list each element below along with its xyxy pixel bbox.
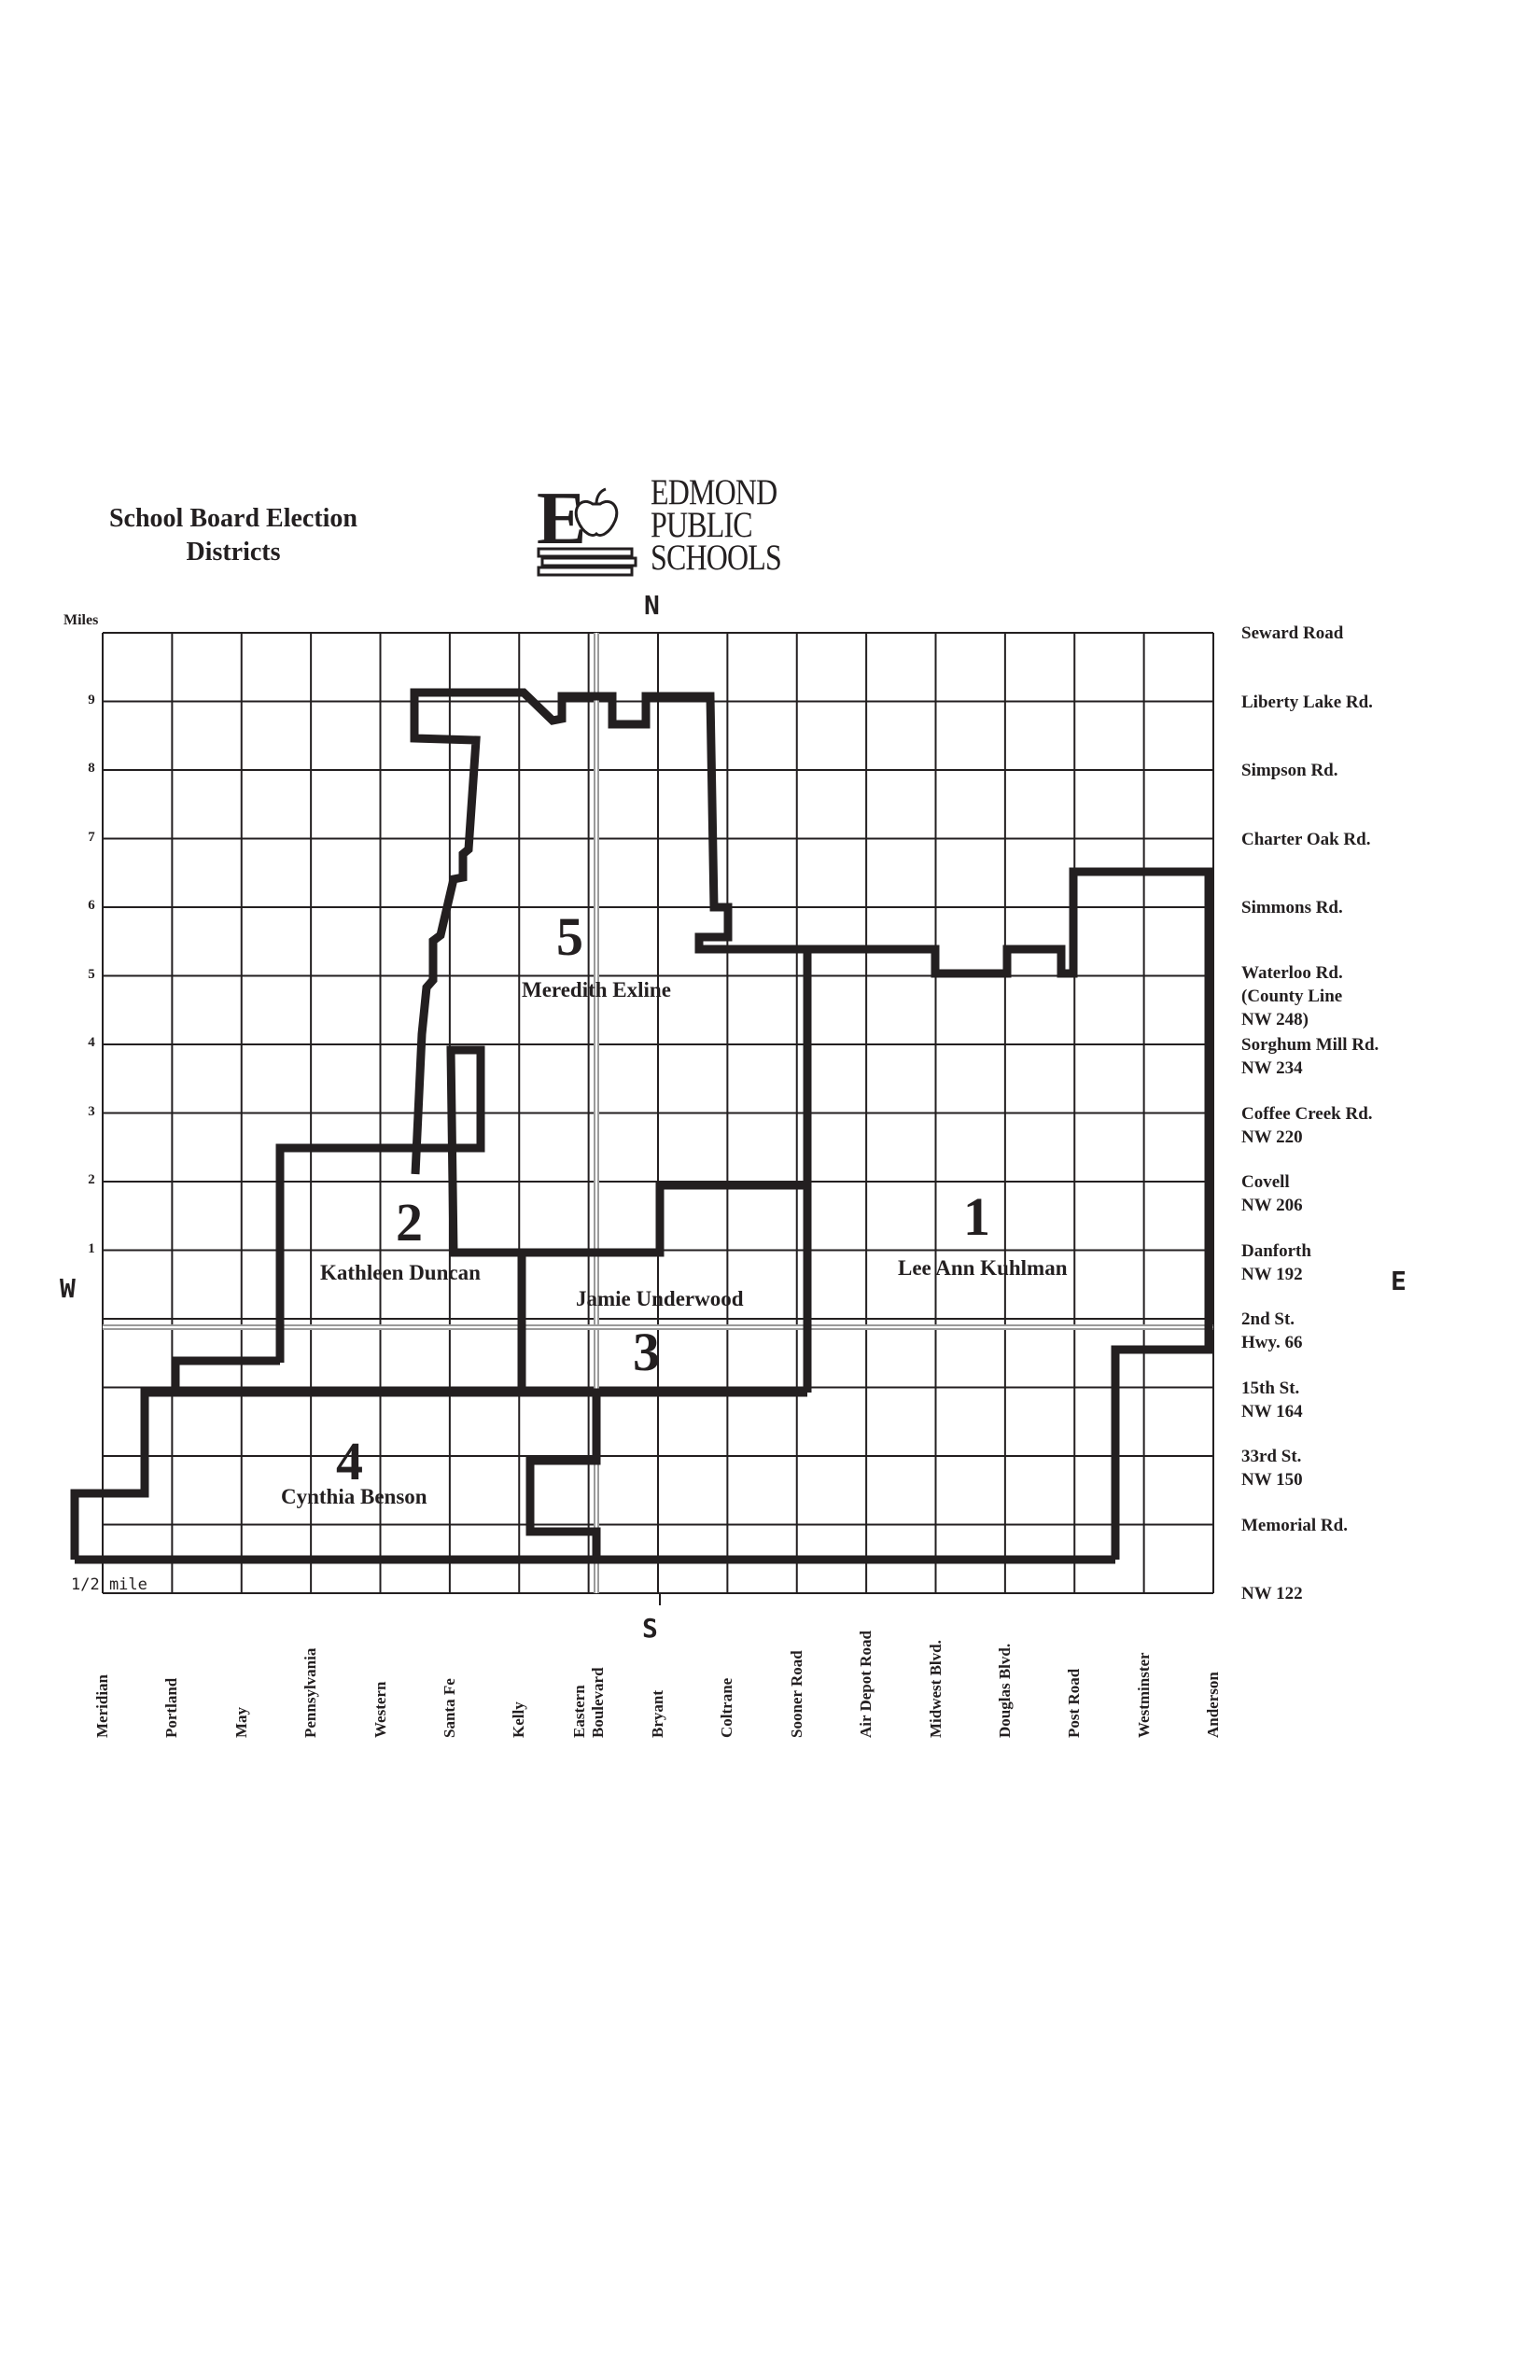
road-label-south: Pennsylvania xyxy=(301,1647,320,1738)
district-2-member: Kathleen Duncan xyxy=(320,1261,481,1284)
road-label-east: Seward Road xyxy=(1241,623,1344,643)
road-label-east: NW 122 xyxy=(1241,1584,1303,1603)
road-label-south: Kelly xyxy=(510,1701,528,1738)
road-label-south: Westminster xyxy=(1134,1652,1153,1738)
district-1-number: 1 xyxy=(963,1186,990,1247)
road-label-south: Western xyxy=(371,1681,389,1738)
half-mile-scale: 1/2 mile xyxy=(71,1575,147,1594)
district-1-boundary xyxy=(803,867,1213,1560)
compass-south: S xyxy=(642,1613,658,1644)
book-apple-icon: E xyxy=(537,478,637,577)
road-label-south: Sooner Road xyxy=(787,1650,805,1738)
road-label-south: Portland xyxy=(162,1677,181,1738)
map-title: School Board Election Districts xyxy=(65,502,401,569)
district-4-number: 4 xyxy=(336,1431,363,1491)
district-2-4-step xyxy=(145,1356,280,1397)
district-5-number: 5 xyxy=(556,906,583,967)
logo-line1: EDMOND xyxy=(651,472,777,512)
mile-tick-label: 9 xyxy=(88,692,95,707)
road-label-south: Douglas Blvd. xyxy=(995,1643,1014,1738)
district-3-member: Jamie Underwood xyxy=(576,1287,744,1310)
road-label-east: 33rd St.NW 150 xyxy=(1241,1447,1303,1490)
miles-label: Miles xyxy=(63,612,99,628)
road-label-south: Santa Fe xyxy=(440,1678,458,1738)
district-2-5-boundary xyxy=(275,1045,807,1363)
compass-west: W xyxy=(60,1273,76,1304)
district-5-member: Meredith Exline xyxy=(522,978,671,1001)
district-3-4-boundary xyxy=(525,1393,601,1560)
road-label-south: Post Road xyxy=(1065,1668,1084,1738)
road-label-south: Coltrane xyxy=(718,1677,736,1738)
mile-tick-label: 4 xyxy=(88,1035,95,1050)
road-grid xyxy=(102,632,1214,1594)
map-title-line1: School Board Election xyxy=(108,504,357,533)
district-4-member: Cynthia Benson xyxy=(281,1485,427,1508)
road-label-east: 15th St.NW 164 xyxy=(1241,1378,1303,1421)
mile-tick-label: 8 xyxy=(88,761,95,776)
road-label-east: Charter Oak Rd. xyxy=(1241,829,1371,849)
road-label-east: Sorghum Mill Rd.NW 234 xyxy=(1241,1035,1379,1078)
road-label-east: Memorial Rd. xyxy=(1241,1515,1348,1535)
mile-tick-label: 7 xyxy=(88,829,95,845)
road-label-south: May xyxy=(231,1706,250,1738)
road-label-south: Anderson xyxy=(1204,1672,1222,1738)
road-label-east: Liberty Lake Rd. xyxy=(1241,692,1373,712)
road-label-east: Simpson Rd. xyxy=(1241,761,1338,780)
road-label-south: Midwest Blvd. xyxy=(926,1640,945,1738)
road-label-east: 2nd St.Hwy. 66 xyxy=(1241,1309,1303,1352)
district-boundaries xyxy=(70,688,1213,1564)
mile-tick-label: 5 xyxy=(88,966,95,982)
district-4-west-boundary xyxy=(70,1388,807,1560)
road-label-south: Air Depot Road xyxy=(857,1631,875,1738)
road-label-east: Simmons Rd. xyxy=(1241,898,1343,917)
edmond-public-schools-logo: E EDMOND PUBLIC SCHOOLS xyxy=(537,472,807,583)
district-3-number: 3 xyxy=(633,1322,660,1382)
logo-line3: SCHOOLS xyxy=(651,538,782,578)
mile-tick-label: 3 xyxy=(88,1103,95,1119)
mile-tick-label: 6 xyxy=(88,898,95,913)
logo-line2: PUBLIC xyxy=(651,505,753,545)
map-title-line2: Districts xyxy=(186,538,281,567)
compass-east: E xyxy=(1391,1266,1407,1296)
compass-north: N xyxy=(644,590,660,621)
district-5-boundary xyxy=(410,688,807,1175)
road-label-south: Bryant xyxy=(649,1690,666,1738)
road-label-south: Meridian xyxy=(93,1674,111,1738)
mile-tick-label: 2 xyxy=(88,1172,95,1187)
district-2-number: 2 xyxy=(396,1192,423,1253)
logo-wordmark: EDMOND PUBLIC SCHOOLS xyxy=(651,472,782,578)
district-1-member: Lee Ann Kuhlman xyxy=(898,1256,1068,1280)
road-label-east: Coffee Creek Rd.NW 220 xyxy=(1241,1103,1373,1147)
mile-tick-label: 1 xyxy=(88,1240,95,1256)
